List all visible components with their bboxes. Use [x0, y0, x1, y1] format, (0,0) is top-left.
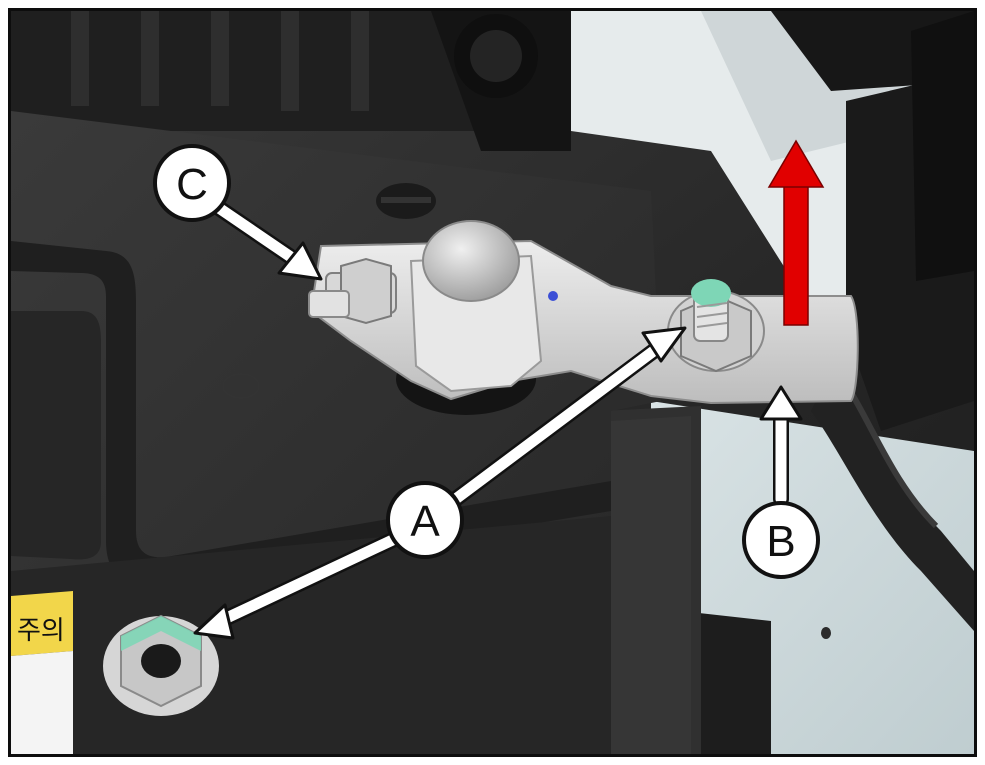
callout-b-label: B: [766, 517, 795, 566]
callout-a-label: A: [410, 497, 440, 546]
callout-b: B: [742, 501, 820, 579]
engine-cover-ribs: [11, 11, 571, 151]
callout-b-arrow: [759, 385, 803, 507]
warning-sticker: 주의: [11, 591, 73, 754]
engine-bay-photo: 주의: [11, 11, 974, 754]
callout-c: C: [153, 144, 231, 222]
callout-a-arrows: [193, 326, 687, 640]
callout-c-label: C: [176, 160, 208, 209]
red-lift-arrow: [767, 139, 825, 326]
sticker-text: 주의: [17, 616, 65, 646]
terminal-clamp: [308, 220, 859, 405]
body-panel: [571, 11, 974, 431]
hold-down-nut: [103, 614, 219, 716]
callout-a: A: [386, 481, 464, 559]
photo-frame: 주의: [8, 8, 977, 757]
callout-c-arrow: [208, 198, 323, 281]
